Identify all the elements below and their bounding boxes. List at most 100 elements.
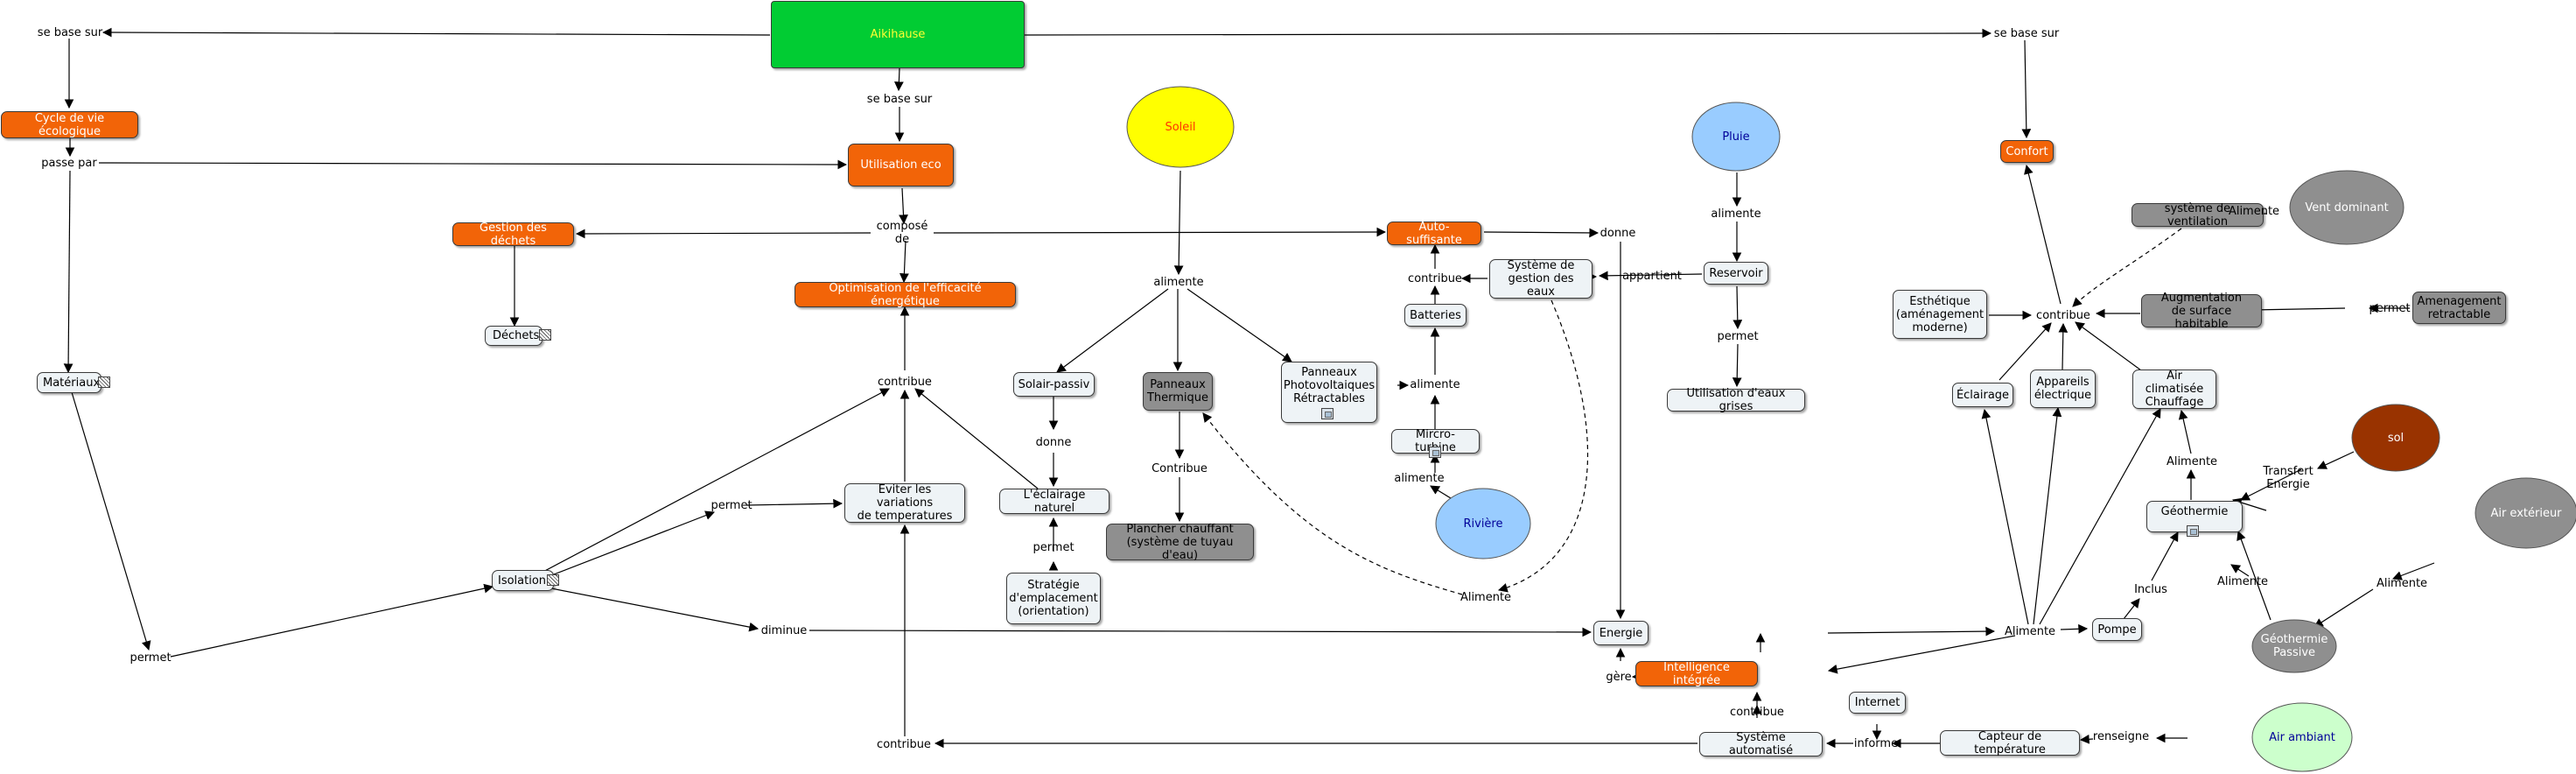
soleil-ellipse[interactable]: [1126, 86, 1235, 168]
link-contribue[interactable]: Contribue: [1152, 461, 1208, 475]
link-appartient[interactable]: appartient: [1622, 269, 1682, 283]
link-donne[interactable]: donne: [1600, 226, 1636, 240]
link-alimente[interactable]: Alimente: [2216, 574, 2269, 588]
link-permet[interactable]: permet: [2369, 301, 2411, 315]
link-contribue[interactable]: contribue: [2036, 308, 2090, 322]
concept-panneaux-thermique[interactable]: Panneaux Thermique: [1143, 372, 1213, 411]
concept-solair-passiv[interactable]: Solair-passiv: [1013, 372, 1095, 397]
link-diminue[interactable]: diminue: [760, 623, 808, 637]
concept-augmentation[interactable]: Augmentation de surface habitable: [2141, 292, 2262, 331]
link-alimente[interactable]: Alimente: [2376, 576, 2428, 590]
link-alimente[interactable]: Alimente: [1460, 590, 1512, 604]
link-permet[interactable]: permet: [1032, 540, 1074, 554]
concept-systeme-automatise[interactable]: Système automatisé: [1699, 731, 1823, 757]
concept-gestion-dechets[interactable]: Gestion des déchets: [452, 222, 574, 248]
link-alimente[interactable]: alimente: [1394, 471, 1445, 485]
edge: [63, 170, 74, 374]
link-alimente[interactable]: Alimente: [2004, 624, 2056, 638]
concept-ventilation[interactable]: système de ventilation: [2132, 202, 2264, 229]
soleil-label: Soleil: [1165, 120, 1196, 134]
document-icon[interactable]: [1321, 408, 1334, 419]
concept-isolation[interactable]: Isolation: [492, 570, 554, 591]
document-icon[interactable]: [1429, 447, 1441, 458]
link-alimente[interactable]: Alimente: [2228, 204, 2280, 218]
link-informe[interactable]: informe: [1853, 736, 1899, 750]
concept-eviter[interactable]: Eviter les variations de temperatures: [844, 483, 965, 523]
concept-pompe[interactable]: Pompe: [2092, 618, 2142, 641]
link-contribue[interactable]: contribue: [878, 375, 932, 389]
concept-air-climatisee[interactable]: Air climatisée Chauffage: [2132, 369, 2216, 409]
concept-internet[interactable]: Internet: [1849, 692, 1906, 714]
concept-eaux-grises[interactable]: Utilisation d'eaux grises: [1667, 387, 1805, 413]
link-inclus[interactable]: Inclus: [2134, 582, 2167, 596]
concept-aikihause[interactable]: Aikihause: [771, 1, 1025, 68]
geopass-label: Géothermie Passive: [2260, 633, 2328, 659]
concept-amenagement[interactable]: Amenagement retractable: [2412, 292, 2506, 324]
edge: [2391, 562, 2435, 580]
edge: [2151, 531, 2179, 581]
cross-icon[interactable]: [98, 376, 110, 388]
edge: [2033, 406, 2062, 625]
document-icon[interactable]: [2187, 525, 2199, 537]
link-gere[interactable]: gère: [1606, 670, 1632, 684]
concept-materiaux[interactable]: Matériaux: [37, 372, 102, 393]
link-se-base-sur[interactable]: se base sur: [1993, 26, 2060, 40]
cross-icon[interactable]: [547, 574, 559, 586]
concept-eclairage[interactable]: Éclairage: [1952, 383, 2013, 407]
concept-reservoir[interactable]: Reservoir: [1704, 262, 1768, 285]
link-permet[interactable]: permet: [1717, 329, 1759, 343]
link-contribue[interactable]: contribue: [1730, 705, 1784, 719]
link-alimente[interactable]: alimente: [1153, 275, 1204, 289]
concept-strategie[interactable]: Stratégie d'emplacement (orientation): [1006, 573, 1101, 624]
ventdom-ellipse[interactable]: [2289, 170, 2404, 245]
concept-systeme-gestion-eaux[interactable]: Système de gestion des eaux: [1489, 259, 1592, 299]
edge: [900, 240, 909, 284]
concept-confort[interactable]: Confort: [2000, 140, 2054, 163]
concept-appareils[interactable]: Appareils électrique: [2030, 369, 2096, 408]
edge: [549, 510, 716, 577]
link-alimente[interactable]: Alimente: [2166, 454, 2218, 468]
concept-auto-suffisante[interactable]: Auto-suffisante: [1387, 221, 1481, 247]
concept-optimisation[interactable]: Optimisation de l'efficacité énergétique: [794, 282, 1016, 308]
edge: [2024, 164, 2062, 305]
link-se-base-sur[interactable]: se base sur: [37, 25, 103, 39]
airext-ellipse[interactable]: [2474, 477, 2576, 549]
link-donne[interactable]: donne: [1035, 435, 1072, 449]
edge: [2060, 623, 2089, 634]
concept-batteries[interactable]: Batteries: [1404, 304, 1466, 327]
link-compose-de[interactable]: composé de: [876, 220, 928, 246]
link-se-base-sur[interactable]: se base sur: [866, 92, 933, 106]
link-passe-par[interactable]: passe par: [41, 156, 97, 170]
cross-icon[interactable]: [539, 329, 551, 341]
link-contribue[interactable]: contribue: [877, 737, 931, 751]
ventdom-label: Vent dominant: [2305, 201, 2389, 215]
concept-energie[interactable]: Energie: [1593, 621, 1648, 645]
link-alimente[interactable]: alimente: [1410, 377, 1460, 391]
concept-intelligence[interactable]: Intelligence intégrée: [1635, 661, 1758, 687]
concept-capteur[interactable]: Capteur de température: [1940, 730, 2080, 756]
link-permet[interactable]: permet: [130, 651, 172, 665]
edge: [746, 498, 844, 509]
concept-dechets[interactable]: Déchets: [485, 326, 542, 346]
link-contribue[interactable]: contribue: [1408, 271, 1462, 285]
pluie-ellipse[interactable]: [1691, 102, 1781, 172]
link-transfert-energie[interactable]: Transfert Energie: [2263, 465, 2314, 491]
riviere-ellipse[interactable]: [1435, 488, 1531, 559]
edge: [2250, 305, 2346, 315]
concept-esthetique[interactable]: Esthétique (aménagement moderne): [1893, 290, 1987, 339]
concept-eclairage-naturel[interactable]: L'éclairage naturel: [999, 489, 1110, 515]
link-renseigne[interactable]: renseigne: [2092, 729, 2150, 743]
concept-plancher[interactable]: Plancher chauffant (système de tuyau d'e…: [1106, 523, 1254, 562]
link-alimente[interactable]: alimente: [1711, 207, 1761, 221]
link-permet[interactable]: permet: [710, 498, 752, 512]
concept-cycle[interactable]: Cycle de vie écologique: [1, 111, 138, 138]
airamb-ellipse[interactable]: [2251, 702, 2353, 772]
concept-utilisation-eco[interactable]: Utilisation eco: [848, 144, 954, 186]
sol-ellipse[interactable]: [2351, 404, 2440, 472]
edge: [2178, 409, 2192, 454]
isolation-label: Isolation: [498, 573, 547, 588]
geopass-ellipse[interactable]: [2251, 619, 2337, 673]
